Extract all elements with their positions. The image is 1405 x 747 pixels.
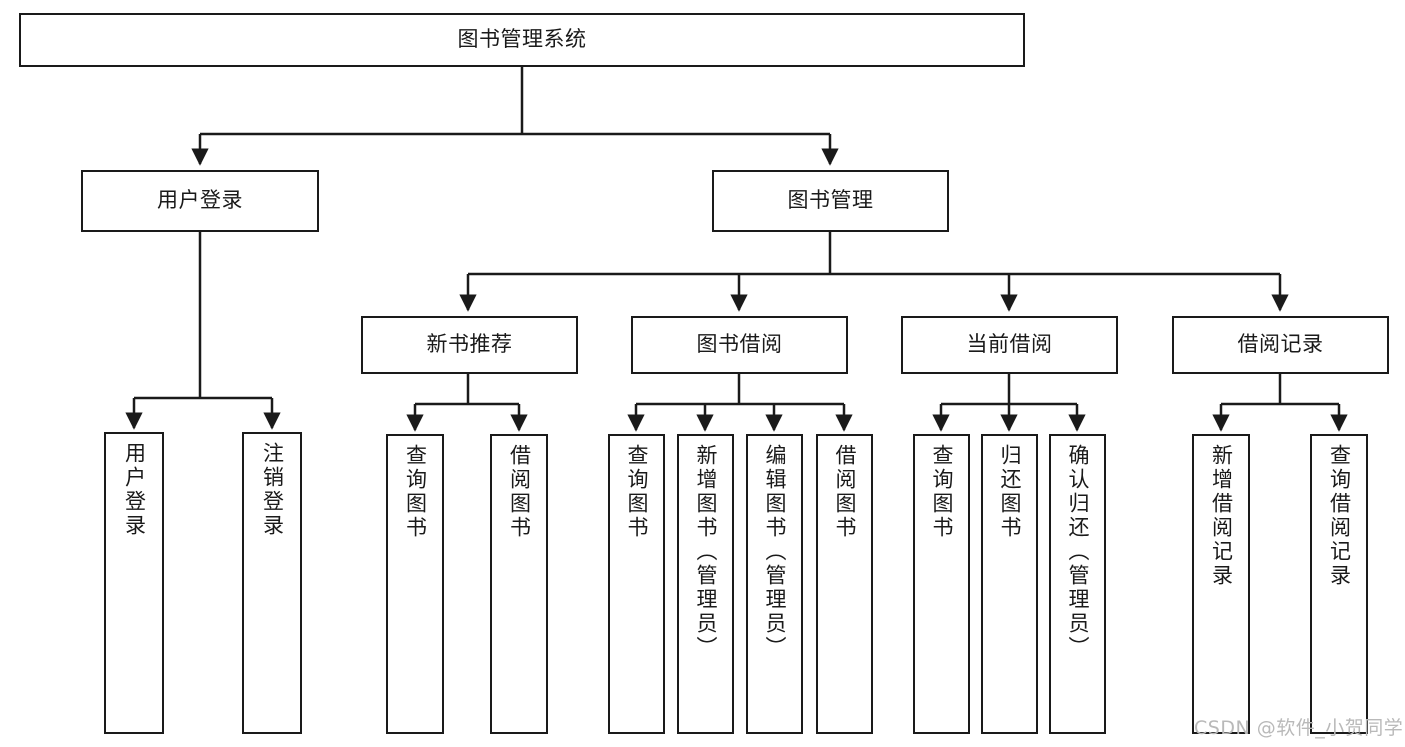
node-label: 新增借阅记录 [1209, 444, 1234, 588]
node-borrowing-record[interactable]: 借阅记录 [1172, 316, 1389, 374]
node-current-borrowing[interactable]: 当前借阅 [901, 316, 1118, 374]
node-label: 新增图书（管理员） [694, 444, 718, 660]
node-label: 注销登录 [260, 442, 285, 538]
node-label: 编辑图书（管理员） [763, 444, 787, 660]
node-label: 用户登录 [157, 188, 243, 213]
leaf-query-book-current[interactable]: 查询图书 [913, 434, 970, 734]
leaf-logout[interactable]: 注销登录 [242, 432, 302, 734]
node-label: 归还图书 [998, 444, 1022, 540]
leaf-query-book-borrowing[interactable]: 查询图书 [608, 434, 665, 734]
node-book-borrowing[interactable]: 图书借阅 [631, 316, 848, 374]
node-label: 借阅记录 [1237, 332, 1324, 357]
node-label: 当前借阅 [966, 332, 1053, 357]
node-label: 借阅图书 [833, 444, 857, 540]
leaf-borrow-book-borrowing[interactable]: 借阅图书 [816, 434, 873, 734]
watermark-text: CSDN @软件_小贺同学 [1194, 717, 1404, 739]
leaf-confirm-return-admin[interactable]: 确认归还（管理员） [1049, 434, 1106, 734]
csdn-watermark: CSDN @软件_小贺同学 [1194, 713, 1403, 740]
leaf-return-book[interactable]: 归还图书 [981, 434, 1038, 734]
node-label: 查询借阅记录 [1327, 444, 1352, 588]
node-label: 确认归还（管理员） [1066, 444, 1090, 660]
node-book-management[interactable]: 图书管理 [712, 170, 949, 232]
leaf-query-book-newbook[interactable]: 查询图书 [386, 434, 444, 734]
node-label: 新书推荐 [426, 332, 513, 357]
node-label: 图书借阅 [696, 332, 783, 357]
node-label: 图书管理系统 [457, 27, 587, 52]
leaf-query-borrow-record[interactable]: 查询借阅记录 [1310, 434, 1368, 734]
leaf-borrow-book-newbook[interactable]: 借阅图书 [490, 434, 548, 734]
node-label: 图书管理 [787, 188, 874, 213]
leaf-edit-book-admin[interactable]: 编辑图书（管理员） [746, 434, 803, 734]
node-label: 查询图书 [403, 444, 428, 540]
node-label: 查询图书 [625, 444, 649, 540]
leaf-add-book-admin[interactable]: 新增图书（管理员） [677, 434, 734, 734]
leaf-add-borrow-record[interactable]: 新增借阅记录 [1192, 434, 1250, 734]
node-new-book-recommendation[interactable]: 新书推荐 [361, 316, 578, 374]
node-label: 借阅图书 [507, 444, 532, 540]
node-label: 用户登录 [122, 442, 147, 538]
leaf-user-login[interactable]: 用户登录 [104, 432, 164, 734]
node-root-book-management-system[interactable]: 图书管理系统 [19, 13, 1025, 67]
node-user-login[interactable]: 用户登录 [81, 170, 319, 232]
node-label: 查询图书 [930, 444, 954, 540]
